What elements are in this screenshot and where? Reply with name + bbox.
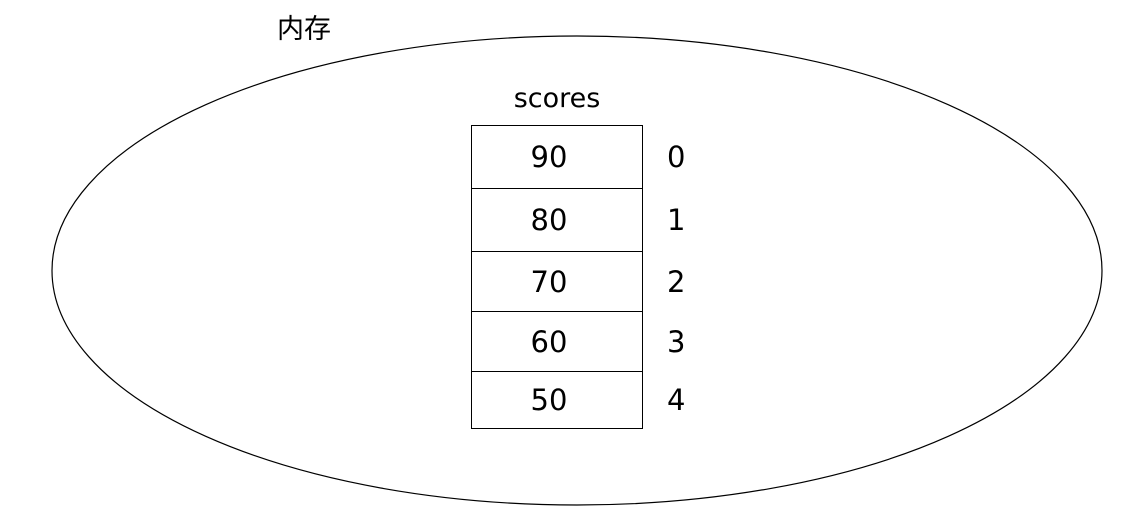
array-cell-value: 80 [530,203,568,237]
array-cell-value: 60 [530,324,568,359]
array-cell-4: 50 4 [472,372,685,429]
array-cell-value: 90 [530,140,568,174]
array-cell-value: 70 [530,264,568,299]
array-cell-value: 50 [530,383,568,417]
array-cell-index: 1 [667,203,686,237]
array-cell-index: 0 [667,140,686,174]
memory-label: 内存 [277,14,331,45]
array-cell-index: 3 [667,324,686,359]
array-cell-0: 90 0 [472,126,685,189]
array-cell-index: 2 [667,264,686,299]
array-cell-2: 70 2 [472,252,685,312]
array-cell-3: 60 3 [472,312,685,372]
array-name-label: scores [513,83,601,114]
array-table: 90 0 80 1 70 2 60 3 50 4 [471,125,685,429]
array-cell-index: 4 [667,383,686,417]
array-cell-1: 80 1 [472,189,685,252]
